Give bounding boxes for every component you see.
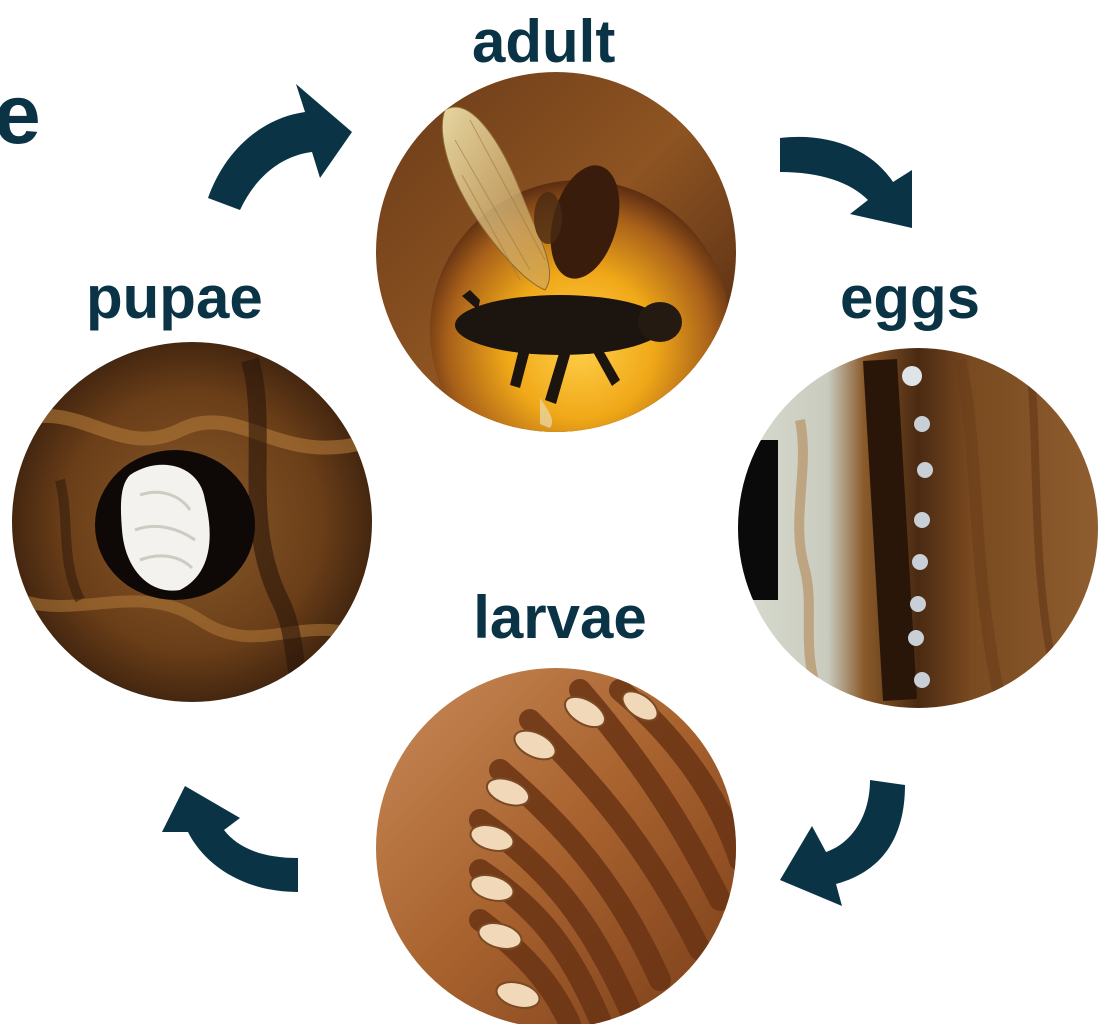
curved-arrow-icon: [208, 84, 352, 210]
curved-arrow-icon: [162, 786, 298, 892]
pupae-photo: [12, 342, 372, 702]
arrow-eggs-to-larvae: [780, 780, 905, 906]
adult-photo: [376, 72, 736, 480]
stage-label-adult: adult: [472, 12, 615, 72]
curved-arrow-icon: [780, 137, 912, 228]
eggs-photo: [738, 348, 1098, 708]
arrow-adult-to-eggs: [780, 137, 912, 228]
larvae-photo: [376, 668, 740, 1024]
stage-label-pupae: pupae: [86, 268, 263, 328]
stage-label-larvae: larvae: [470, 590, 650, 645]
arrow-larvae-to-pupae: [162, 786, 298, 892]
arrow-pupae-to-adult: [208, 84, 352, 210]
stage-label-eggs: eggs: [840, 268, 980, 328]
partial-title-text: e: [0, 72, 41, 156]
curved-arrow-icon: [780, 780, 905, 906]
